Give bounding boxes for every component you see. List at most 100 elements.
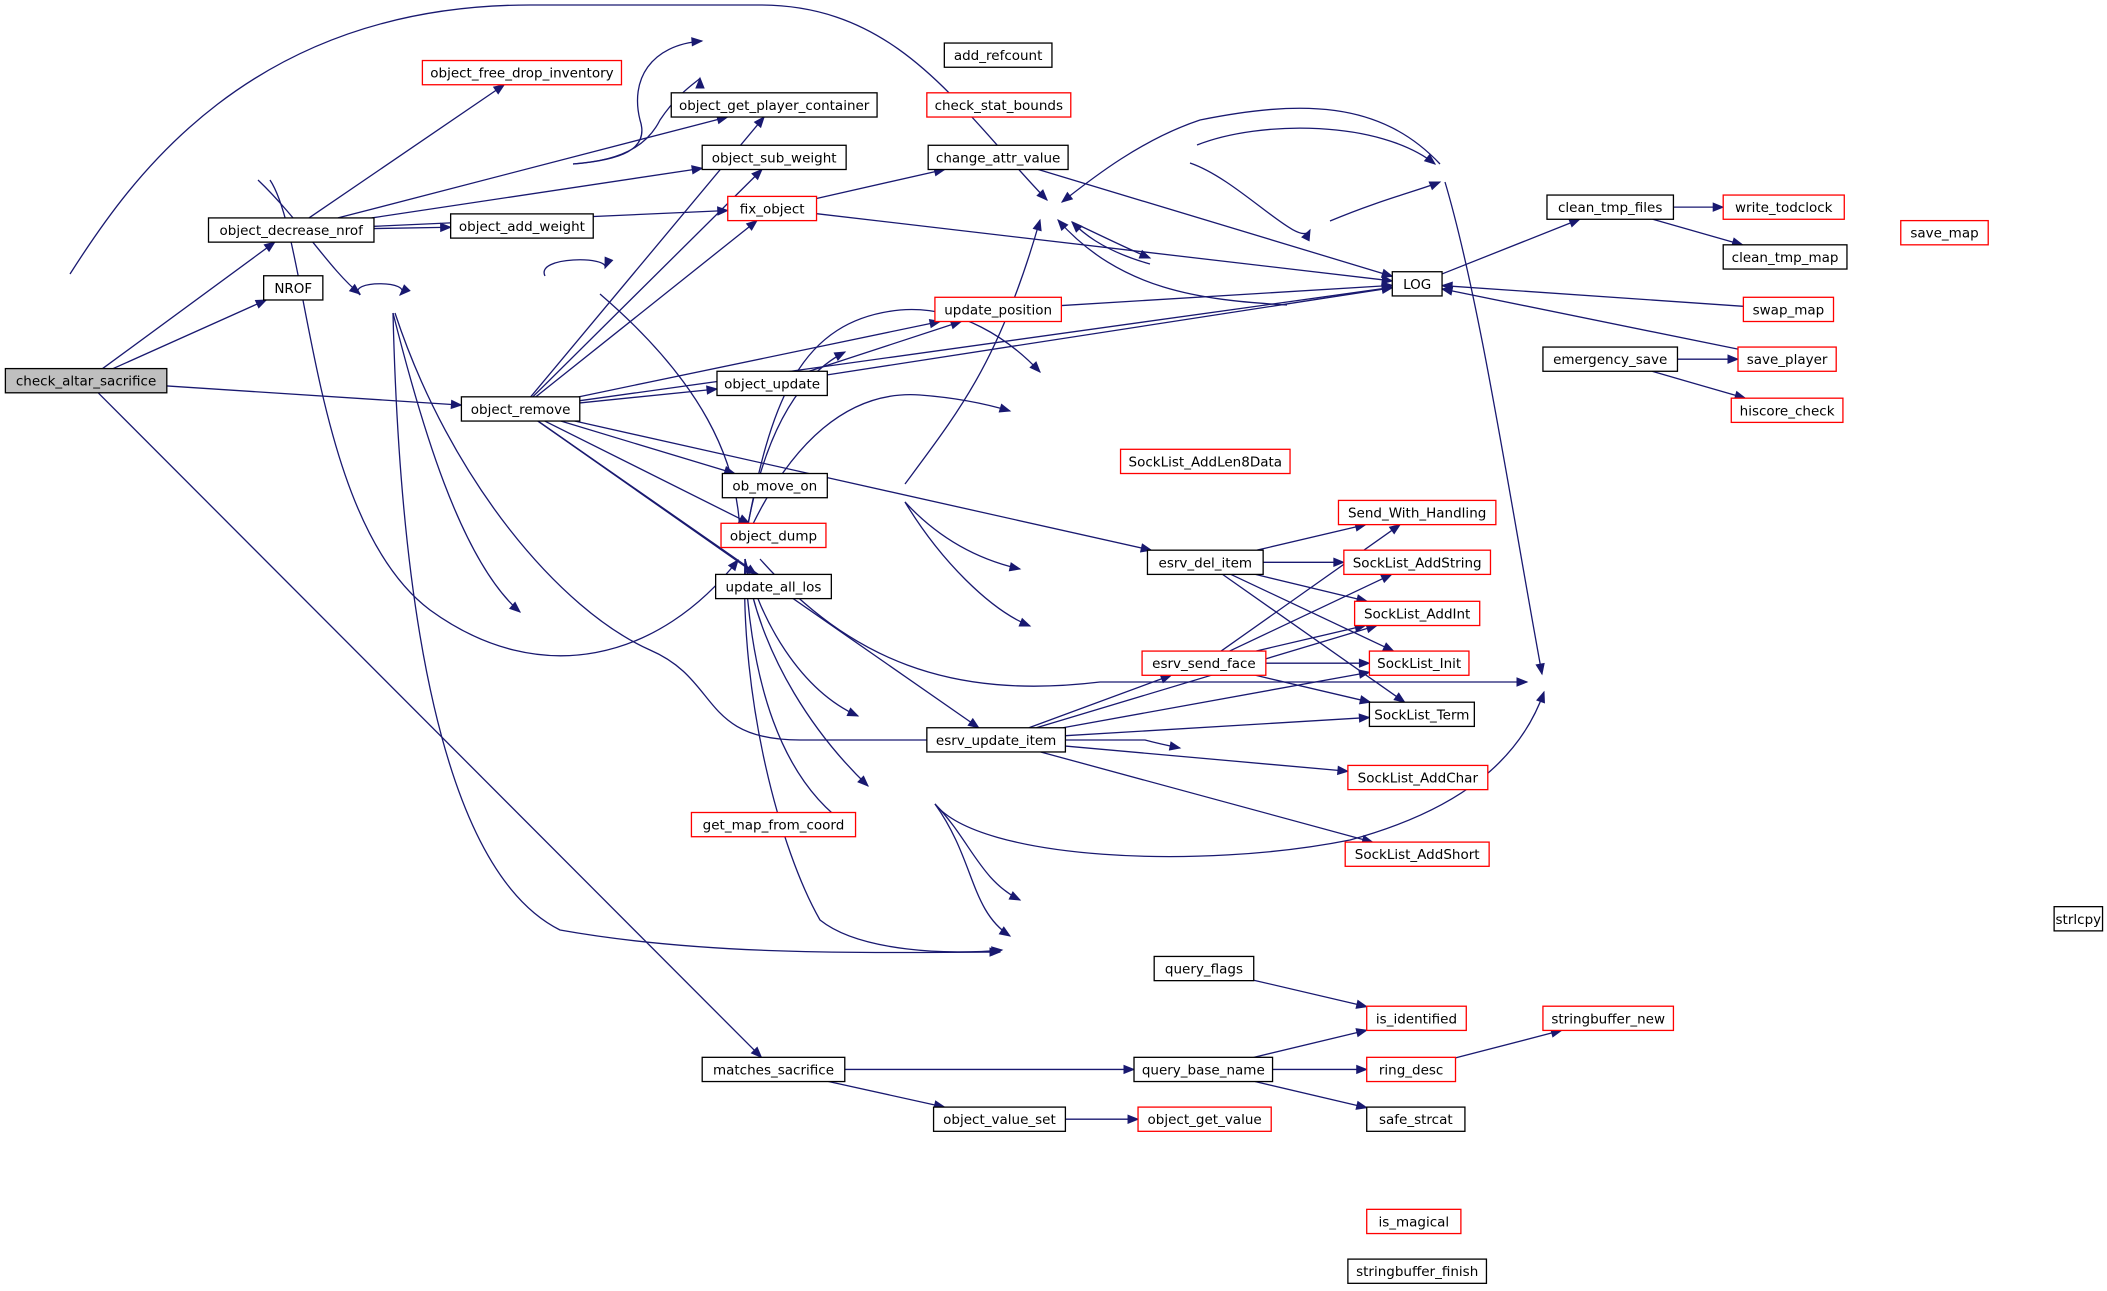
node-is_identified[interactable]: is_identified — [1366, 1005, 1467, 1032]
edge-object_remove-to-object_dump — [544, 420, 750, 524]
node-LOG[interactable]: LOG — [1391, 271, 1443, 297]
node-is_magical[interactable]: is_magical — [1366, 1208, 1462, 1235]
node-query_base_name[interactable]: query_base_name — [1133, 1056, 1274, 1083]
node-box-NROF — [263, 275, 324, 301]
node-box-save_map — [1900, 219, 1989, 246]
arrowhead-esrv_del_item-to-SockList_Term — [1393, 692, 1406, 703]
node-add_refcount[interactable]: add_refcount — [943, 42, 1053, 68]
node-esrv_del_item[interactable]: esrv_del_item — [1146, 549, 1264, 576]
node-label-check_altar_sacrifice: check_altar_sacrifice — [16, 374, 156, 390]
node-SockList_AddLen8Data[interactable]: SockList_AddLen8Data — [1119, 448, 1291, 475]
node-esrv_update_item[interactable]: esrv_update_item — [926, 727, 1067, 753]
arrowhead-LOG-to-clean_tmp_files — [1568, 218, 1581, 228]
edge-object_update-to-esrv_update_item — [599, 293, 741, 541]
node-SockList_Init[interactable]: SockList_Init — [1368, 650, 1470, 676]
edges-layer — [69, 4, 1747, 1124]
node-Send_With_Handling[interactable]: Send_With_Handling — [1337, 499, 1497, 526]
node-stringbuffer_finish[interactable]: stringbuffer_finish — [1347, 1258, 1488, 1284]
node-box-query_flags — [1153, 955, 1255, 982]
node-ring_desc[interactable]: ring_desc — [1366, 1056, 1457, 1083]
edge-LOG-to-clean_tmp_files — [1441, 218, 1580, 275]
node-label-object_decrease_nrof: object_decrease_nrof — [220, 223, 365, 239]
node-safe_strcat[interactable]: safe_strcat — [1366, 1106, 1466, 1132]
edge-object_remove-to-ob_move_on — [560, 420, 735, 475]
edge-emergency_save-to-LOG — [1071, 221, 1151, 265]
node-matches_sacrifice[interactable]: matches_sacrifice — [701, 1056, 846, 1083]
node-check_altar_sacrifice[interactable]: check_altar_sacrifice — [4, 367, 168, 394]
node-object_update[interactable]: object_update — [716, 370, 828, 397]
node-box-is_identified — [1366, 1005, 1467, 1032]
node-object_get_player_container[interactable]: object_get_player_container — [670, 92, 878, 118]
node-query_flags[interactable]: query_flags — [1153, 955, 1255, 982]
node-save_map[interactable]: save_map — [1900, 219, 1989, 246]
node-ob_move_on[interactable]: ob_move_on — [721, 472, 828, 499]
arrowhead-object_remove-to-object_sub_weight — [751, 168, 763, 181]
edge-esrv_del_item-to-SockList_Term — [1222, 573, 1406, 703]
edge-esrv_send_face-to-SockList_AddInt — [1255, 624, 1366, 652]
edge-save_map-to-LOG — [1061, 107, 1441, 203]
node-box-object_update — [716, 370, 828, 397]
node-box-clean_tmp_files — [1546, 194, 1675, 220]
edge-check_altar_sacrifice-to-object_decrease_nrof — [102, 241, 276, 370]
arrowhead-object_remove-to-object_update — [706, 385, 719, 395]
node-update_position[interactable]: update_position — [934, 296, 1063, 323]
arrowhead-fix_object-to-LOG — [1381, 275, 1394, 285]
node-box-object_get_player_container — [670, 92, 878, 118]
arrowhead-swap_map-to-save_map — [1428, 181, 1442, 191]
node-label-is_identified: is_identified — [1376, 1011, 1457, 1027]
node-SockList_AddShort[interactable]: SockList_AddShort — [1344, 841, 1490, 867]
node-swap_map[interactable]: swap_map — [1742, 296, 1835, 323]
node-NROF[interactable]: NROF — [263, 275, 324, 301]
node-label-object_get_value: object_get_value — [1148, 1112, 1262, 1128]
node-label-save_map: save_map — [1910, 226, 1978, 242]
arrowhead-check_altar_sacrifice-to-object_remove — [450, 399, 463, 410]
node-SockList_AddChar[interactable]: SockList_AddChar — [1347, 764, 1489, 791]
arrowhead-fix_object-to-check_stat_bounds — [695, 76, 705, 89]
node-box-object_free_drop_inventory — [421, 59, 623, 86]
node-label-LOG: LOG — [1403, 277, 1431, 293]
node-save_player[interactable]: save_player — [1737, 346, 1837, 372]
arrowhead-matches_sacrifice-to-query_base_name — [1123, 1064, 1136, 1075]
arrowhead-object_remove-to-fix_object — [745, 219, 759, 231]
node-write_todclock[interactable]: write_todclock — [1722, 194, 1845, 220]
node-check_stat_bounds[interactable]: check_stat_bounds — [926, 92, 1072, 118]
node-box-swap_map — [1742, 296, 1835, 323]
node-emergency_save[interactable]: emergency_save — [1542, 346, 1679, 372]
node-stringbuffer_new[interactable]: stringbuffer_new — [1542, 1005, 1675, 1032]
node-update_all_los[interactable]: update_all_los — [714, 573, 832, 600]
edge-swap_map-to-LOG — [1442, 284, 1744, 307]
node-hiscore_check[interactable]: hiscore_check — [1730, 397, 1844, 424]
node-object_decrease_nrof[interactable]: object_decrease_nrof — [207, 217, 375, 243]
node-box-strlcpy — [2053, 906, 2104, 932]
node-SockList_Term[interactable]: SockList_Term — [1368, 701, 1475, 728]
edge-esrv_send_face-to-Send_With_Handling — [1220, 524, 1401, 652]
node-object_remove[interactable]: object_remove — [460, 396, 581, 422]
node-object_get_value[interactable]: object_get_value — [1137, 1106, 1272, 1132]
node-box-esrv_send_face — [1141, 650, 1267, 676]
node-object_value_set[interactable]: object_value_set — [932, 1106, 1067, 1132]
node-box-stringbuffer_finish — [1347, 1258, 1488, 1284]
node-object_sub_weight[interactable]: object_sub_weight — [701, 144, 847, 171]
node-SockList_AddInt[interactable]: SockList_AddInt — [1353, 600, 1481, 627]
node-clean_tmp_map[interactable]: clean_tmp_map — [1722, 244, 1848, 270]
node-object_add_weight[interactable]: object_add_weight — [449, 213, 594, 239]
node-box-fix_object — [727, 195, 818, 222]
node-esrv_send_face[interactable]: esrv_send_face — [1141, 650, 1267, 676]
edge-esrv_update_item-to-stringbuffer_finish — [743, 558, 1003, 953]
node-object_dump[interactable]: object_dump — [720, 522, 827, 549]
node-object_free_drop_inventory[interactable]: object_free_drop_inventory — [421, 59, 623, 86]
node-SockList_AddString[interactable]: SockList_AddString — [1343, 549, 1492, 576]
node-clean_tmp_files[interactable]: clean_tmp_files — [1546, 194, 1675, 220]
edge-LOG-to-emergency_save — [1071, 221, 1151, 259]
node-change_attr_value[interactable]: change_attr_value — [927, 144, 1069, 171]
edge-esrv_del_item-to-SockList_Init — [1230, 573, 1394, 652]
node-get_map_from_coord[interactable]: get_map_from_coord — [690, 811, 857, 838]
node-strlcpy[interactable]: strlcpy — [2053, 906, 2104, 932]
edge-update_position-to-LOG — [1061, 284, 1393, 307]
edge-esrv_update_item-to-SockList_Term — [1065, 716, 1370, 737]
node-label-object_add_weight: object_add_weight — [459, 219, 585, 235]
edge-object_remove-to-stringbuffer_finish — [392, 312, 1001, 954]
edge-query_base_name-to-is_magical — [934, 803, 1021, 901]
node-fix_object[interactable]: fix_object — [727, 195, 818, 222]
arrowhead-query_base_name-to-ring_desc — [1356, 1064, 1369, 1075]
